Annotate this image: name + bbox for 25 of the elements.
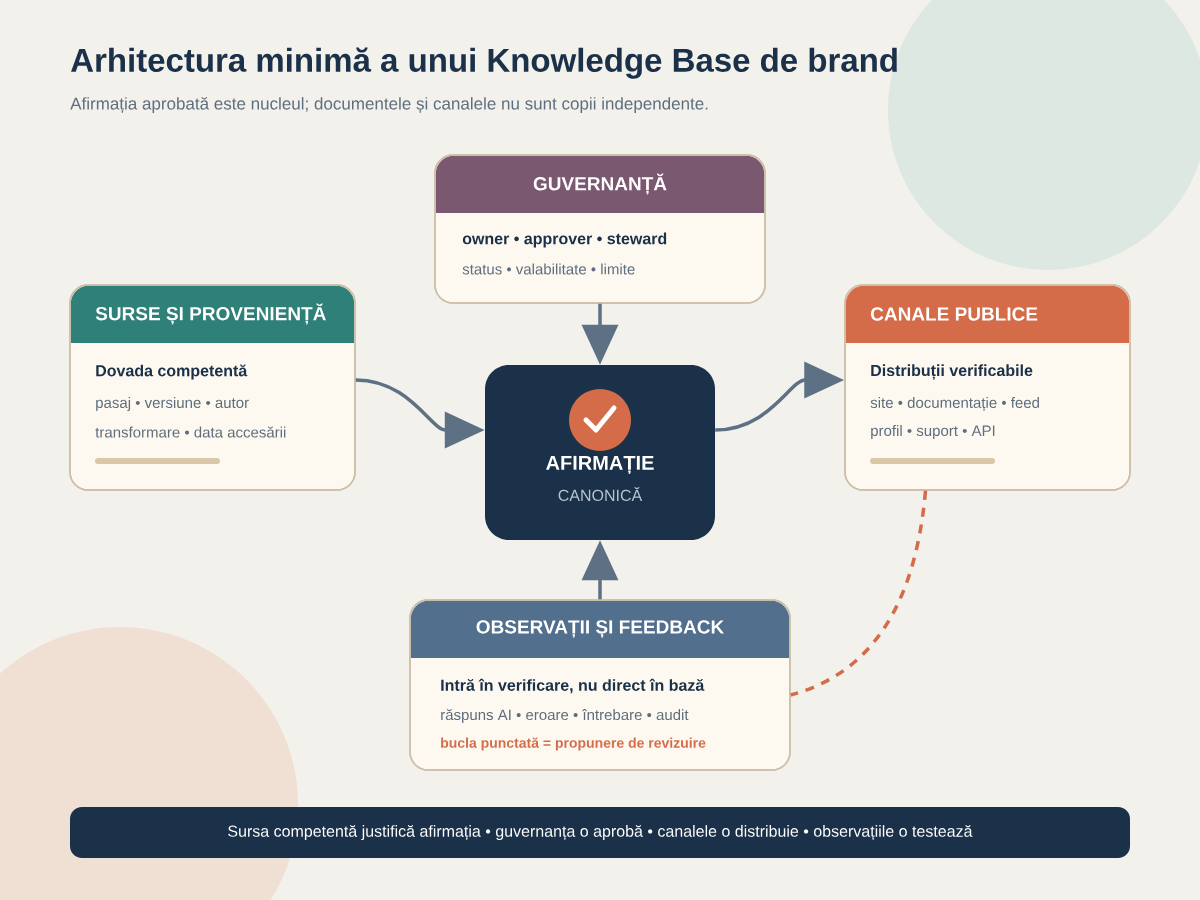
card [409, 599, 791, 771]
card-subheading: Distribuții verificabile [871, 364, 1033, 380]
card-detail: răspuns AI • eroare • întrebare • audit [441, 708, 689, 724]
summary-bar: Sursa competentă justifică afirmația • guvernanța o aprobă • canalele o distribuie • observațiile o testează [70, 807, 1130, 858]
card [434, 154, 766, 304]
card-heading: CANALE PUBLICE [871, 307, 1038, 321]
card-subheading: Intră în verificare, nu direct în bază [441, 678, 705, 694]
card-detail: profil • suport • API [871, 425, 995, 439]
card-heading: SURSE ȘI PROVENIENȚĂ [95, 303, 326, 325]
card [69, 284, 356, 491]
card-detail: transformare • data accesării [95, 426, 286, 438]
card-heading: OBSERVAȚII ȘI FEEDBACK [476, 620, 725, 638]
core-heading: AFIRMAȚIE [546, 455, 654, 475]
core-subheading: CANONICĂ [558, 487, 643, 502]
title: Arhitectura minimă a unui Knowledge Base de brand [71, 47, 897, 79]
core-box [485, 365, 715, 540]
card-heading: GUVERNANȚĂ [533, 173, 667, 195]
subtitle: Afirmația aprobată este nucleul; documentele și canalele nu sunt copii independente. [70, 96, 708, 114]
card-detail: pasaj • versiune • autor [96, 397, 249, 411]
card-subheading: Dovada competentă [96, 364, 248, 380]
card [844, 284, 1131, 491]
card-subheading: owner • approver • steward [462, 232, 667, 248]
card-detail: site • documentație • feed [870, 397, 1039, 412]
card-detail: status • valabilitate • limite [462, 263, 635, 275]
card-note: bucla punctată = propunere de revizuire [441, 737, 706, 751]
